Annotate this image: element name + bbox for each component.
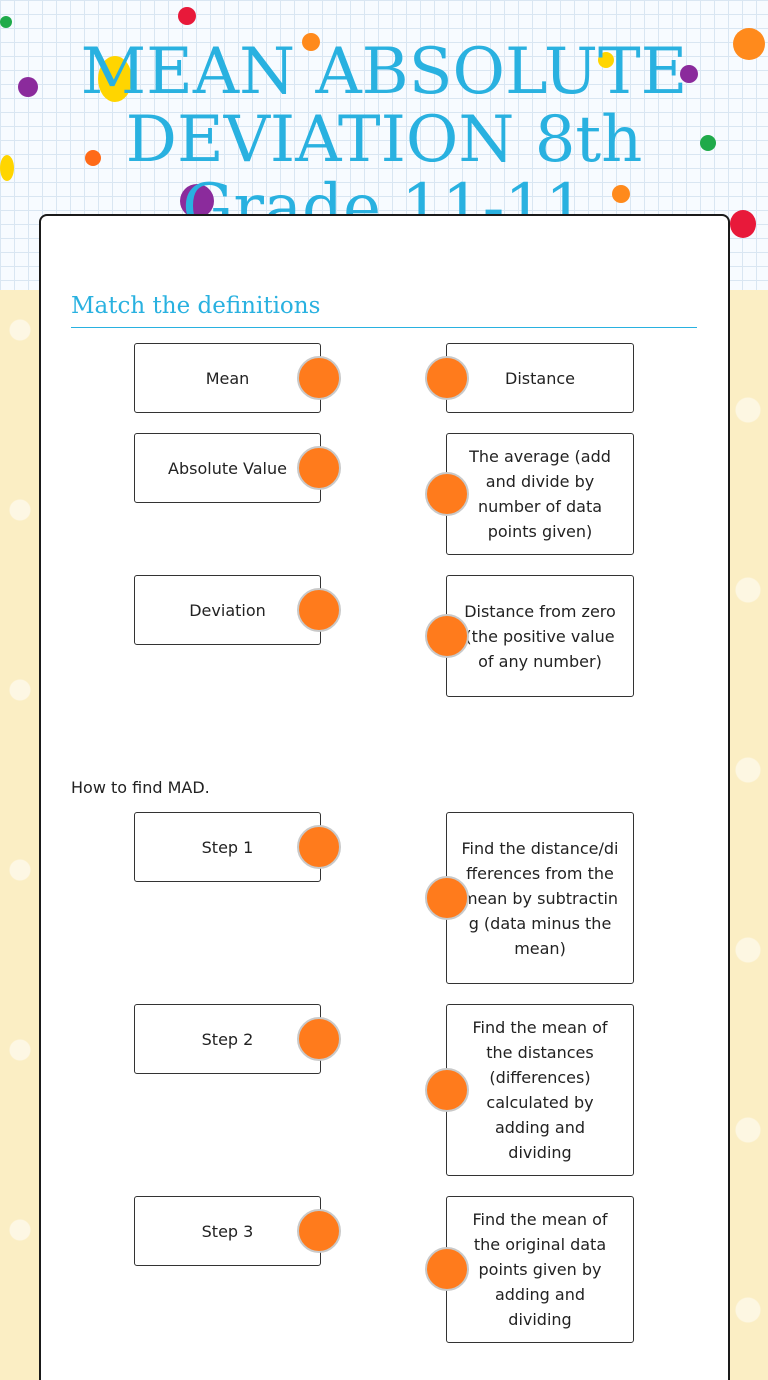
match-item-label: Find the distance/differences from the m… xyxy=(461,838,619,958)
match-item-left[interactable]: Step 3 xyxy=(134,1196,321,1266)
match-item-right[interactable]: Find the distance/differences from the m… xyxy=(446,812,634,984)
paint-splatter xyxy=(302,33,320,51)
match-item-label: Deviation xyxy=(189,600,266,620)
right-connector-dot[interactable] xyxy=(425,1068,469,1112)
right-connector-dot[interactable] xyxy=(425,614,469,658)
page-title: MEAN ABSOLUTE DEVIATION 8th Grade 11-11 xyxy=(80,38,688,220)
paint-splatter xyxy=(598,52,614,68)
right-connector-dot[interactable] xyxy=(425,356,469,400)
paint-splatter xyxy=(180,184,214,218)
match-item-right[interactable]: Find the mean of the original data point… xyxy=(446,1196,634,1343)
match-item-label: Distance xyxy=(505,368,575,388)
match-item-label: Mean xyxy=(205,368,250,388)
paint-splatter xyxy=(18,77,38,97)
paint-splatter xyxy=(700,135,716,151)
match-item-left[interactable]: Step 2 xyxy=(134,1004,321,1074)
match-item-right[interactable]: The average (add and divide by number of… xyxy=(446,433,634,555)
paint-splatter xyxy=(98,56,132,102)
paint-splatter xyxy=(680,65,698,83)
match-item-label: Find the mean of the original data point… xyxy=(472,1210,608,1329)
match-item-label: Find the mean of the distances (differen… xyxy=(472,1018,608,1162)
match-item-left[interactable]: Deviation xyxy=(134,575,321,645)
match-item-label: Step 1 xyxy=(201,837,254,857)
left-connector-dot[interactable] xyxy=(297,446,341,490)
match-item-right[interactable]: Distance from zero (the positive value o… xyxy=(446,575,634,697)
paint-splatter xyxy=(85,150,101,166)
match-item-right[interactable]: Distance xyxy=(446,343,634,413)
left-connector-dot[interactable] xyxy=(297,1209,341,1253)
section-heading-how-to-find-mad: How to find MAD. xyxy=(71,778,210,797)
match-item-right[interactable]: Find the mean of the distances (differen… xyxy=(446,1004,634,1176)
right-connector-dot[interactable] xyxy=(425,1247,469,1291)
match-item-left[interactable]: Absolute Value xyxy=(134,433,321,503)
paint-splatter xyxy=(730,210,756,238)
match-item-label: The average (add and divide by number of… xyxy=(469,447,611,541)
right-connector-dot[interactable] xyxy=(425,472,469,516)
paint-splatter xyxy=(612,185,630,203)
match-item-label: Distance from zero (the positive value o… xyxy=(464,601,616,671)
match-item-label: Step 3 xyxy=(201,1221,254,1241)
left-connector-dot[interactable] xyxy=(297,356,341,400)
paint-splatter xyxy=(0,155,14,181)
paint-splatter xyxy=(0,16,12,28)
left-connector-dot[interactable] xyxy=(297,1017,341,1061)
match-item-left[interactable]: Step 1 xyxy=(134,812,321,882)
left-connector-dot[interactable] xyxy=(297,588,341,632)
paint-splatter xyxy=(733,28,765,60)
paint-splatter xyxy=(178,7,196,25)
match-item-label: Absolute Value xyxy=(168,458,287,478)
match-item-left[interactable]: Mean xyxy=(134,343,321,413)
section-heading-match-definitions: Match the definitions xyxy=(71,293,697,328)
left-connector-dot[interactable] xyxy=(297,825,341,869)
match-item-label: Step 2 xyxy=(201,1029,254,1049)
right-connector-dot[interactable] xyxy=(425,876,469,920)
